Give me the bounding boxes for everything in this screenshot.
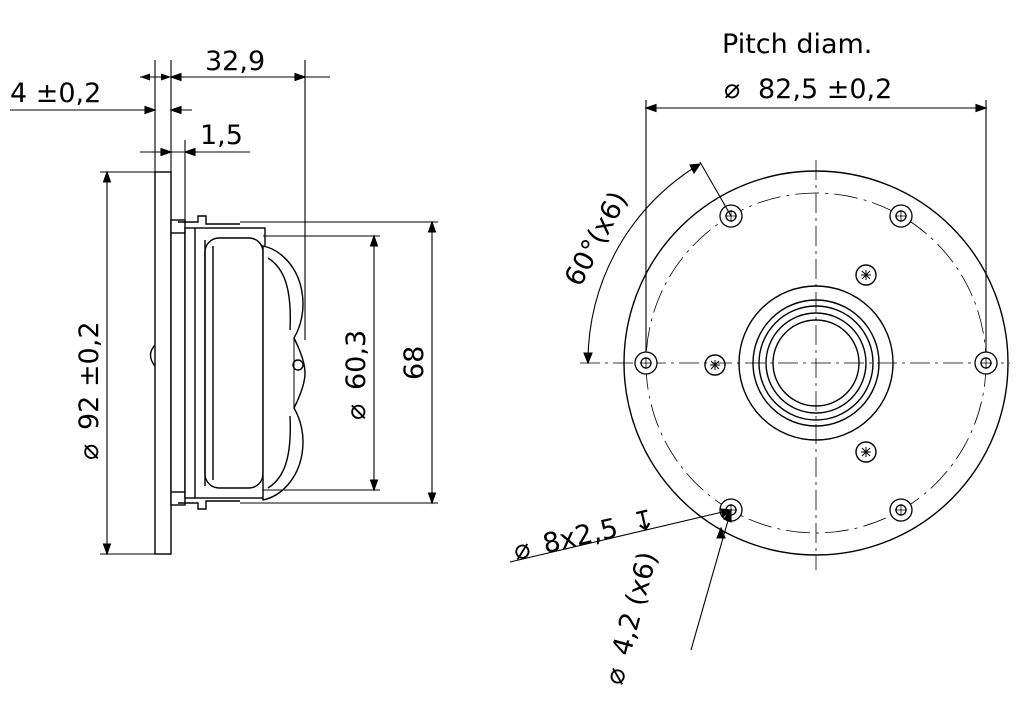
tweeter-body [184,227,266,499]
hole-diameter-group: ⌀ 4,2 (x6) [599,549,664,688]
mounting-hole [889,204,913,228]
dim-flange-thickness: 4 ±0,2 [10,78,101,109]
screw-bottom [855,441,877,463]
hole-diameter-label: 4,2 (x6) [607,549,664,659]
dome-outer [765,312,867,414]
diameter-symbol: ⌀ [599,664,633,688]
mounting-hole [974,351,998,375]
pitch-diameter-symbol: ⌀ [724,74,740,105]
dome-outline [262,245,306,501]
dim-body-diameter: 68 [399,346,430,380]
mounting-hole [634,351,658,375]
screw-top [855,264,877,286]
bottom-clip [178,500,240,510]
flange-bump [149,344,156,367]
flange-plate [154,171,172,555]
diameter-symbol: ⌀ [511,533,534,567]
dome-inner-top [267,257,292,331]
side-dimensions [10,60,438,556]
mounting-hole [889,498,913,522]
dim-body-diameter-group: 68 [399,346,430,380]
dome-inner-bottom [267,415,292,489]
depth-symbol: ↧ [629,504,658,539]
top-clip [178,215,240,225]
dim-recess: 1,5 [200,120,243,151]
dim-dome-diameter-group: ⌀ 60,3 [341,330,372,420]
dim-overall-depth: 32,9 [205,46,265,77]
side-view [149,171,306,555]
diameter-symbol: ⌀ [74,444,105,460]
pitch-diameter-title: Pitch diam. [722,29,872,60]
dim-flange-diameter: 92 ±0,2 [74,321,105,430]
dim-dome-diameter: 60,3 [341,330,372,390]
pitch-diameter-value: 82,5 ±0,2 [758,74,892,105]
front-dimensions [509,100,988,651]
mounting-collar [170,219,186,506]
screw-left [704,354,726,376]
phase-plug [292,359,304,371]
diameter-symbol: ⌀ [341,404,372,420]
counterbore-label: 8x2,5 [540,513,621,560]
dim-flange-diameter-group: ⌀ 92 ±0,2 [74,321,105,460]
mounting-hole [719,204,743,228]
